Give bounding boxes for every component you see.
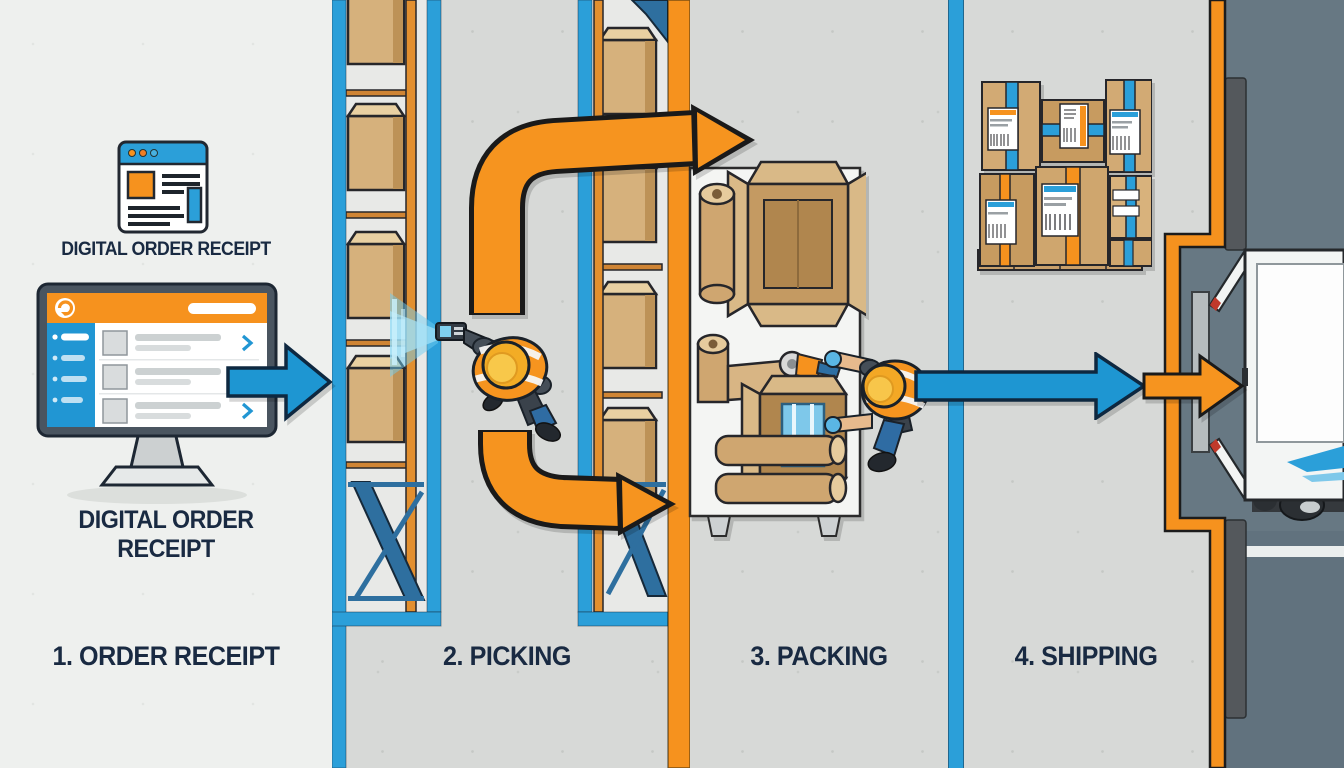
step-label-shipping: 4. SHIPPING (1014, 641, 1158, 671)
road-marking (1238, 546, 1344, 557)
labeled-box (1109, 175, 1152, 267)
packing-table (688, 160, 866, 537)
pallet-of-boxes (977, 79, 1152, 271)
header-search-pill[interactable] (188, 303, 256, 314)
labeled-box (1041, 99, 1105, 163)
browser-window-icon (117, 140, 209, 234)
barcode-scanner-icon (435, 322, 467, 341)
order-monitor-illustration (36, 282, 278, 504)
picker-worker (390, 293, 562, 442)
orange-flow-arrow-top (469, 104, 755, 315)
paper-rolls-horizontal (714, 434, 848, 505)
monitor-caption: DIGITAL ORDER RECEIPT (78, 506, 254, 563)
dock-door-frame-orange (1163, 0, 1227, 768)
rack-brace-left (348, 481, 426, 601)
chevron-right-icon (241, 402, 254, 420)
orange-flow-arrow-bottom (478, 430, 676, 536)
labeled-box (979, 173, 1035, 267)
packer-worker (824, 350, 931, 473)
work-glove (824, 350, 842, 368)
step-label-order-receipt: 1. ORDER RECEIPT (52, 641, 280, 671)
orange-flow-arrow-truck (1142, 353, 1245, 419)
kraft-paper-rolls (696, 182, 788, 404)
truck-logo-swoosh (1287, 446, 1344, 472)
digital-order-receipt-caption: DIGITAL ORDER RECEIPT (61, 239, 271, 260)
loading-dock-and-truck (1163, 0, 1344, 768)
blue-flow-arrow (914, 352, 1148, 420)
delivery-truck-icon (1208, 248, 1344, 521)
order-list-rows[interactable] (99, 330, 259, 424)
sidebar-menu-items[interactable] (52, 333, 89, 404)
labeled-box (1035, 166, 1109, 266)
monitor-shadow (67, 486, 247, 504)
labeled-box (981, 81, 1041, 171)
step-label-packing: 3. PACKING (750, 641, 888, 671)
chevron-right-icon (241, 334, 254, 352)
blue-right-arrow-icon (226, 342, 333, 422)
floor-lane-marking-orange (667, 0, 690, 768)
scanner-beam-icon (390, 293, 438, 377)
work-glove (824, 416, 842, 434)
labeled-box (1105, 79, 1152, 173)
step-label-picking: 2. PICKING (443, 641, 571, 671)
